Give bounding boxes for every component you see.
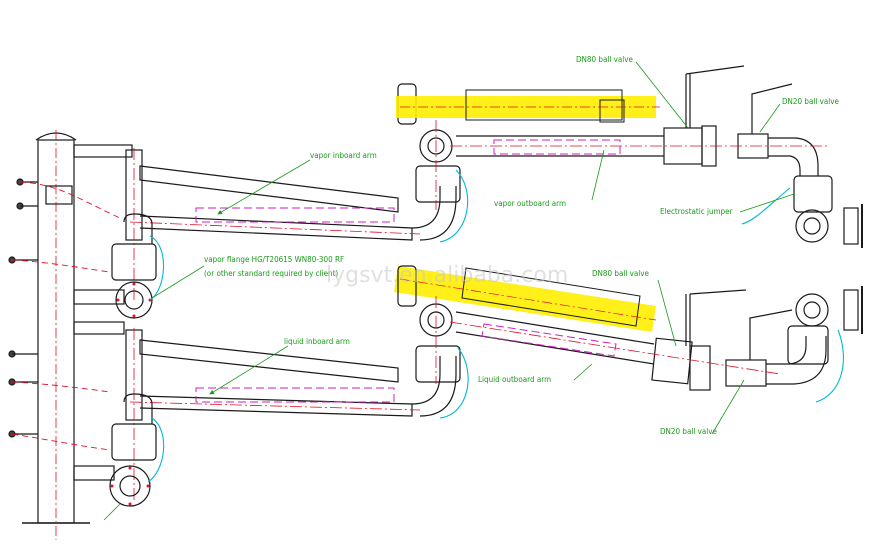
label-vapor-flange-line1: vapor flange HG/T20615 WN80-300 RF <box>204 255 344 264</box>
label-liquid-inboard-arm: liquid inboard arm <box>284 337 350 346</box>
label-dn80-ball-valve-bottom: DN80 ball valve <box>592 269 650 278</box>
label-vapor-inboard-arm: vapor inboard arm <box>310 151 377 160</box>
label-dn20-ball-valve-bottom: DN20 ball valve <box>660 427 718 436</box>
label-vapor-flange-line2: (or other standard required by client) <box>204 269 338 278</box>
label-liquid-outboard-arm: Liquid outboard arm <box>478 375 551 384</box>
label-electrostatic-jumper: Electrostatic jumper <box>660 207 733 216</box>
label-vapor-outboard-arm: vapor outboard arm <box>494 199 566 208</box>
riser-column <box>8 130 133 540</box>
label-dn20-ball-valve-top: DN20 ball valve <box>782 97 840 106</box>
label-dn80-ball-valve-top: DN80 ball valve <box>576 55 634 64</box>
balancing-cylinder-upper <box>396 89 660 123</box>
vapor-arm-assembly <box>125 65 863 248</box>
balancing-cylinder-lower <box>394 266 657 332</box>
electrostatic-hoses <box>147 169 845 483</box>
watermark: lygsvt.en.alibaba.com <box>326 263 568 288</box>
liquid-arm-assembly <box>125 265 863 421</box>
inboard-swivels <box>109 213 157 507</box>
